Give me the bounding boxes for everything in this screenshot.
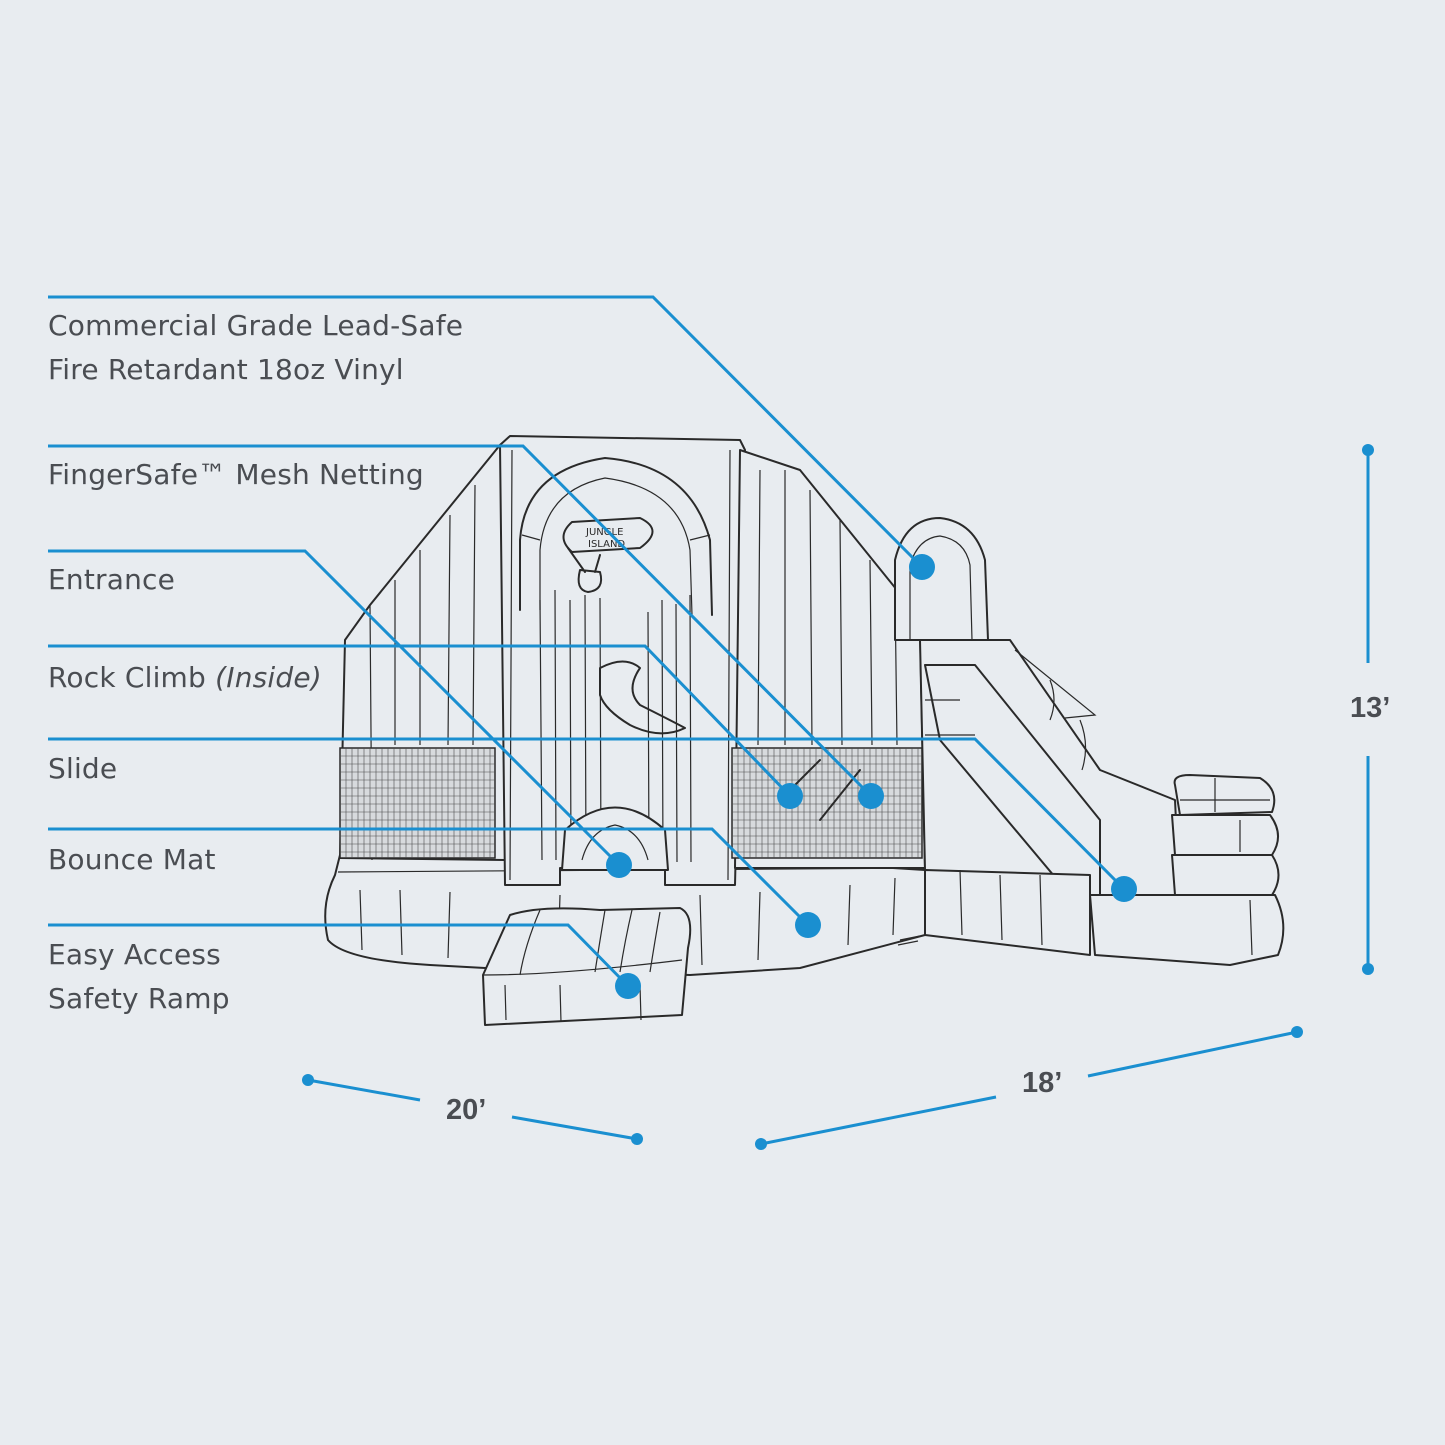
leader-vinyl <box>48 295 924 569</box>
callout-dot-netting <box>858 783 884 809</box>
label-rock-climb: Rock Climb (Inside) <box>48 656 322 700</box>
dim-width-line-b <box>511 1115 638 1141</box>
dim-depth-line-a <box>760 1095 997 1146</box>
dimension-height-label: 13’ <box>1350 692 1391 724</box>
label-rock-climb-note: (Inside) <box>215 661 322 694</box>
callout-dot-bounce-mat <box>795 912 821 938</box>
leader-slide <box>48 737 1126 891</box>
label-vinyl-line-1: Commercial Grade Lead-Safe <box>48 309 464 342</box>
label-netting: FingerSafe™ Mesh Netting <box>48 453 424 497</box>
label-rock-climb-text: Rock Climb <box>48 661 206 694</box>
label-ramp: Easy Access Safety Ramp <box>48 933 230 1021</box>
label-ramp-line-2: Safety Ramp <box>48 982 230 1015</box>
callout-dot-vinyl <box>909 554 935 580</box>
leader-ramp <box>48 923 630 988</box>
sign-line-2: ISLAND <box>588 539 625 550</box>
dim-depth-line-b <box>1087 1030 1298 1078</box>
sign-line-1: JUNGLE <box>585 527 623 538</box>
dimension-width-label: 20’ <box>446 1094 487 1126</box>
dimension-lines <box>302 444 1374 1150</box>
slide-bumper <box>1173 774 1276 816</box>
label-bounce-mat-text: Bounce Mat <box>48 843 216 876</box>
dim-width-line-a <box>307 1078 421 1102</box>
label-netting-text: FingerSafe™ Mesh Netting <box>48 458 424 491</box>
label-bounce-mat: Bounce Mat <box>48 838 216 882</box>
callout-dot-slide <box>1111 876 1137 902</box>
leader-rock-climb <box>48 644 792 798</box>
leader-lines <box>48 295 1126 988</box>
label-vinyl-line-2: Fire Retardant 18oz Vinyl <box>48 353 404 386</box>
mesh-panel-left <box>339 747 496 859</box>
leader-bounce-mat <box>48 827 810 927</box>
label-slide-text: Slide <box>48 752 118 785</box>
label-entrance: Entrance <box>48 558 175 602</box>
leader-netting <box>48 444 873 798</box>
mesh-panel-right <box>731 747 923 859</box>
label-ramp-line-1: Easy Access <box>48 938 221 971</box>
label-vinyl: Commercial Grade Lead-Safe Fire Retardan… <box>48 304 463 392</box>
bounce-house-drawing: JUNGLE ISLAND <box>324 435 1285 1026</box>
label-slide: Slide <box>48 747 117 791</box>
callout-dot-rock-climb <box>777 783 803 809</box>
label-entrance-text: Entrance <box>48 563 176 596</box>
callout-dots <box>606 554 1137 999</box>
dimension-depth-label: 18’ <box>1022 1067 1063 1099</box>
leader-entrance <box>48 549 621 867</box>
callout-dot-ramp <box>615 973 641 999</box>
safety-ramp <box>482 907 692 1026</box>
callout-dot-entrance <box>606 852 632 878</box>
